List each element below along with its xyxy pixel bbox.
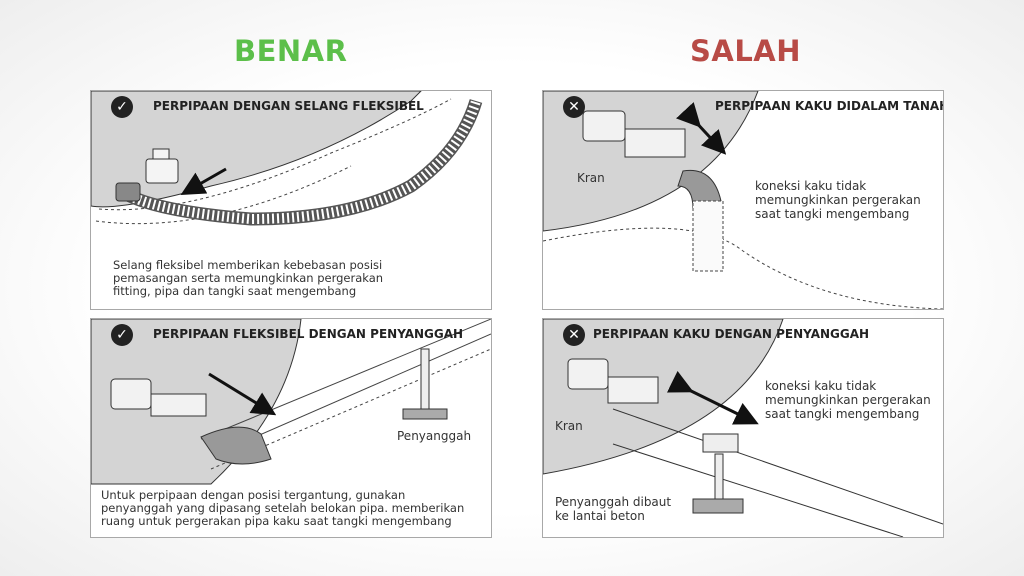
flexible-hose-illustration <box>91 91 483 226</box>
panel-caption: Selang fleksibel memberikan kebebasan po… <box>113 258 384 298</box>
panel-caption: Untuk perpipaan dengan posisi tergantung… <box>101 488 465 528</box>
rigid-connection-label: koneksi kaku tidak memungkinkan pergerak… <box>765 379 931 421</box>
panel-rigid-with-support: ✕ PERPIPAAN KAKU DENGAN PENYANGGAH Kran … <box>542 318 944 538</box>
panel-flexible-with-support: ✓ PERPIPAAN FLEKSIBEL DENGAN PENYANGGAH … <box>90 318 492 538</box>
panel-title: PERPIPAAN KAKU DIDALAM TANAH <box>715 99 944 113</box>
check-circle-icon: ✓ <box>111 324 133 346</box>
heading-wrong: SALAH <box>690 34 802 68</box>
panel-title: PERPIPAAN FLEKSIBEL DENGAN PENYANGGAH <box>153 327 464 341</box>
rigid-underground-illustration <box>543 91 943 309</box>
x-circle-icon: ✕ <box>563 324 585 346</box>
faucet-label: Kran <box>555 419 583 433</box>
check-circle-icon: ✓ <box>111 96 133 118</box>
panel-rigid-underground: ✕ PERPIPAAN KAKU DIDALAM TANAH Kran kone… <box>542 90 944 310</box>
panel-title: PERPIPAAN DENGAN SELANG FLEKSIBEL <box>153 99 424 113</box>
faucet-label: Kran <box>577 171 605 185</box>
x-circle-icon: ✕ <box>563 96 585 118</box>
panel-title: PERPIPAAN KAKU DENGAN PENYANGGAH <box>593 327 870 341</box>
support-bolted-label: Penyanggah dibaut ke lantai beton <box>555 495 672 523</box>
rigid-connection-label: koneksi kaku tidak memungkinkan pergerak… <box>755 179 921 221</box>
flexible-support-illustration <box>91 319 491 485</box>
panel-flexible-hose: ✓ PERPIPAAN DENGAN SELANG FLEKSIBEL Sela… <box>90 90 492 310</box>
heading-correct: BENAR <box>234 34 348 68</box>
support-label: Penyanggah <box>397 429 472 443</box>
rigid-support-illustration <box>543 319 943 537</box>
